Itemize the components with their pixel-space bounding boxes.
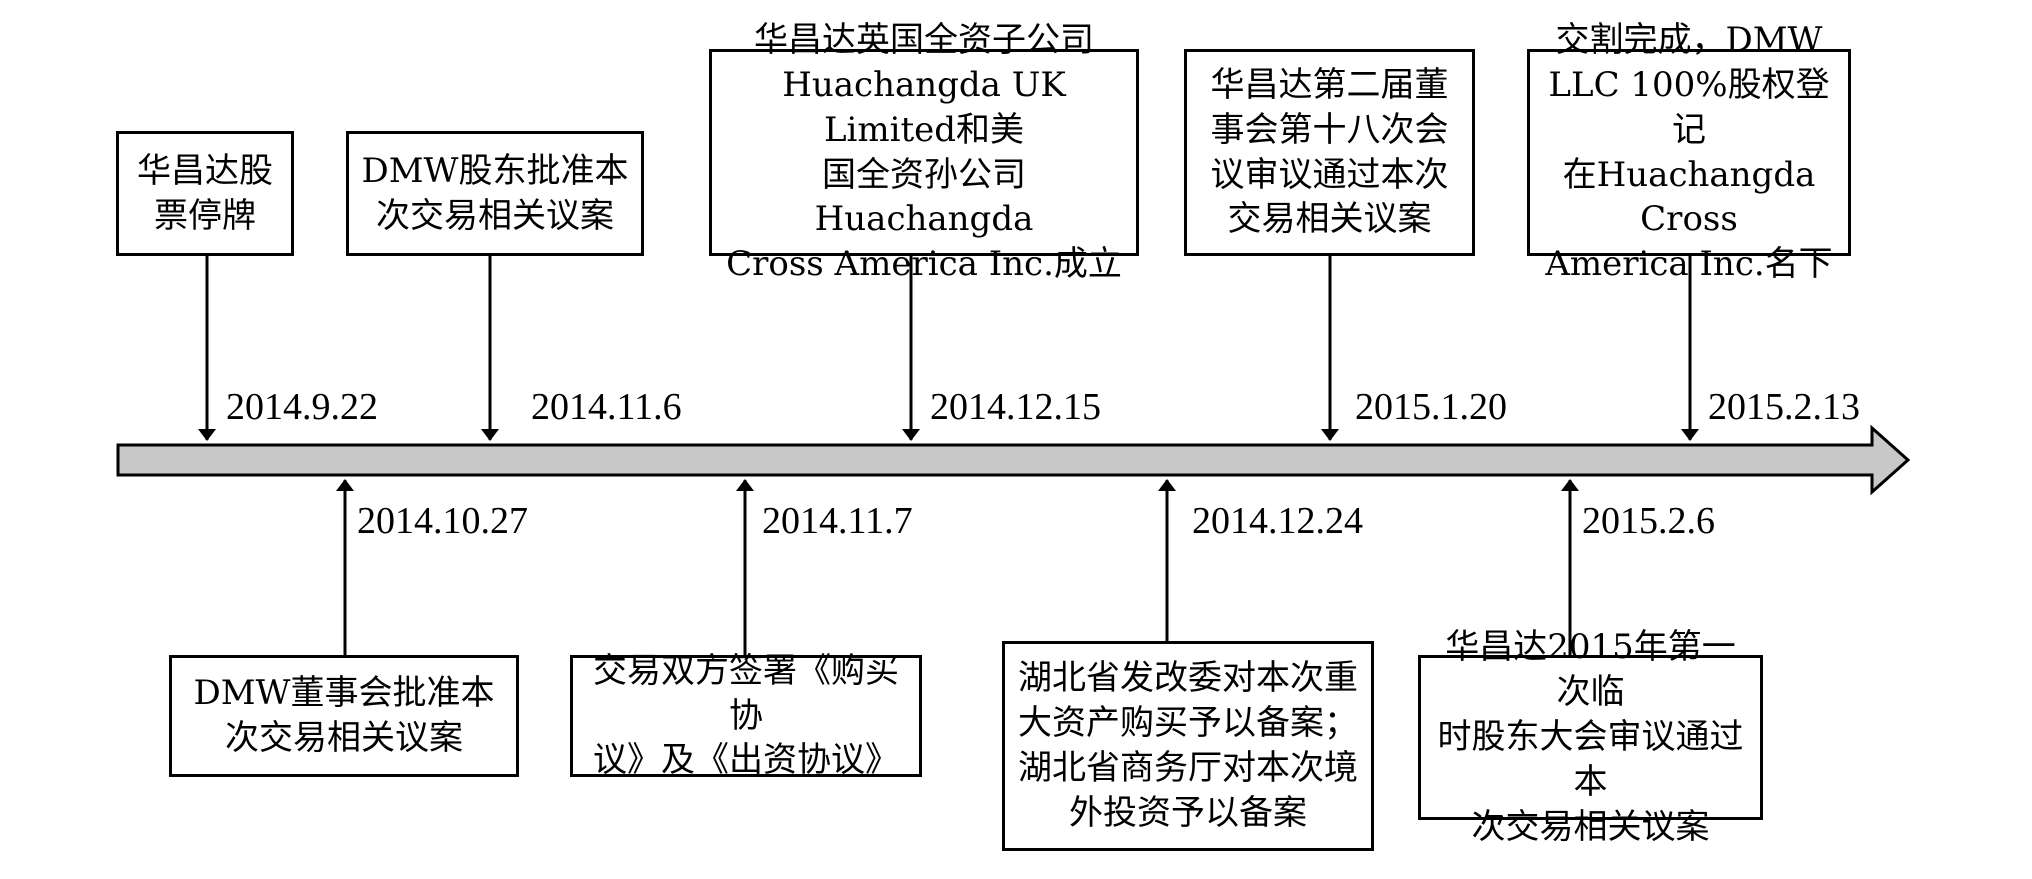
event-text: 华昌达英国全资子公司 Huachangda UK Limited和美 国全资孙公… [726, 19, 1122, 285]
event-box-top-3: 华昌达英国全资子公司 Huachangda UK Limited和美 国全资孙公… [709, 20, 1139, 284]
event-date-top-1: 2014.9.22 [226, 386, 378, 428]
event-text: 湖北省发改委对本次重 大资产购买予以备案； 湖北省商务厅对本次境 外投资予以备案 [1018, 658, 1358, 833]
event-date-top-4: 2015.1.20 [1355, 386, 1507, 428]
event-text: DMW股东批准本 次交易相关议案 [361, 150, 629, 236]
event-date-bottom-1: 2014.10.27 [357, 500, 528, 542]
event-text: 华昌达2015年第一次临 时股东大会审议通过本 次交易相关议案 [1437, 627, 1744, 847]
timeline-axis-arrow [116, 424, 1911, 496]
event-date-bottom-4: 2015.2.6 [1582, 500, 1715, 542]
event-date-bottom-2: 2014.11.7 [762, 500, 913, 542]
event-box-top-2: DMW股东批准本 次交易相关议案 [346, 131, 644, 256]
event-box-top-5: 交割完成，DMW LLC 100%股权登记 在Huachangda Cross … [1527, 20, 1851, 284]
event-text: 华昌达第二届董 事会第十八次会 议审议通过本次 交易相关议案 [1210, 64, 1449, 240]
event-text: 华昌达股 票停牌 [137, 150, 273, 236]
event-text: 交割完成，DMW LLC 100%股权登记 在Huachangda Cross … [1545, 19, 1833, 285]
event-box-bottom-2: 交易双方签署《购买协 议》及《出资协议》 [570, 651, 922, 780]
event-box-bottom-3: 湖北省发改委对本次重 大资产购买予以备案； 湖北省商务厅对本次境 外投资予以备案 [1002, 641, 1374, 851]
event-date-top-2: 2014.11.6 [531, 386, 682, 428]
event-box-top-1: 华昌达股 票停牌 [116, 131, 294, 256]
event-box-top-4: 华昌达第二届董 事会第十八次会 议审议通过本次 交易相关议案 [1184, 49, 1475, 256]
event-box-bottom-4: 华昌达2015年第一次临 时股东大会审议通过本 次交易相关议案 [1418, 627, 1763, 847]
event-date-top-3: 2014.12.15 [930, 386, 1101, 428]
event-text: DMW董事会批准本 次交易相关议案 [193, 673, 495, 758]
event-date-top-5: 2015.2.13 [1708, 386, 1860, 428]
event-text: 交易双方签署《购买协 议》及《出资协议》 [593, 650, 899, 781]
event-box-bottom-1: DMW董事会批准本 次交易相关议案 [169, 655, 519, 777]
event-date-bottom-3: 2014.12.24 [1192, 500, 1363, 542]
